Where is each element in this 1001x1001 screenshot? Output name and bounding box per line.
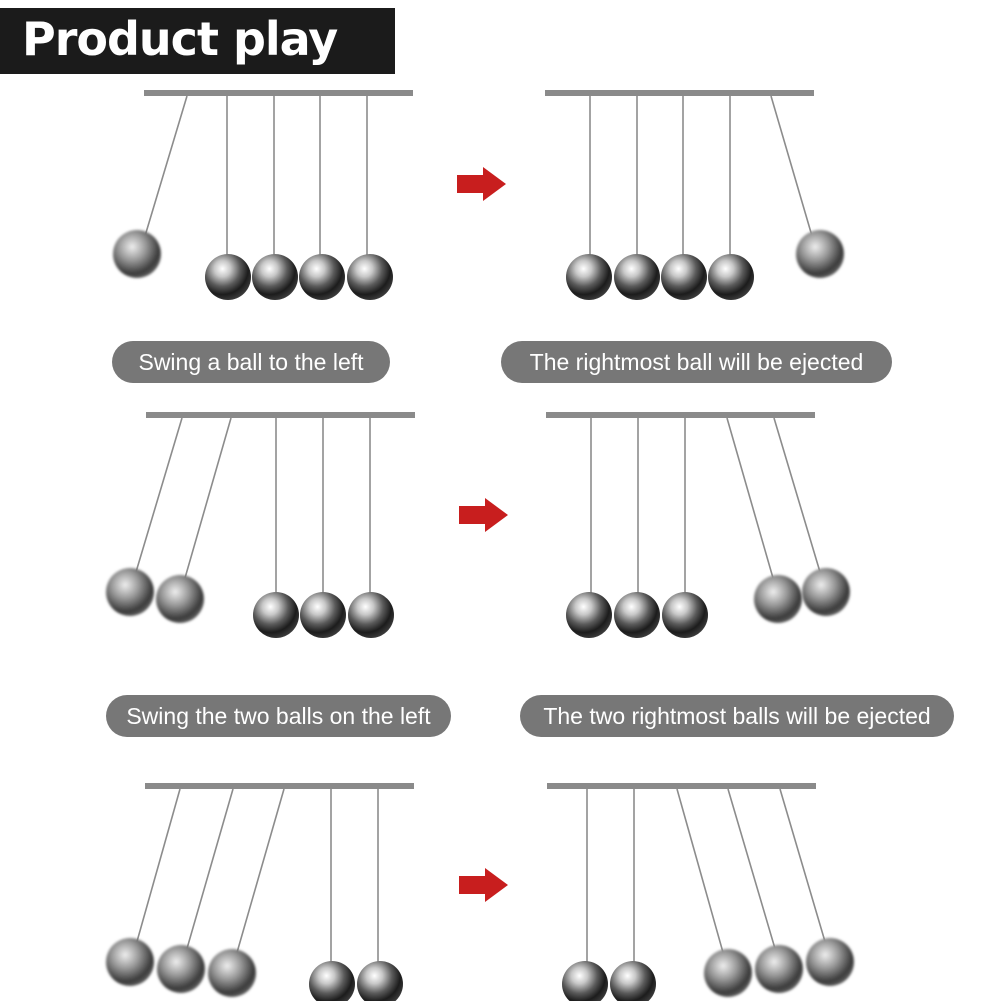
cradle-bar [145,783,414,789]
pendulum-ball [252,254,298,300]
pendulum-ball [113,230,161,278]
pendulum-ball [156,575,204,623]
cradle-bar [144,90,413,96]
cradle-row1-right [545,90,844,300]
pendulum-ball [106,938,154,986]
pendulum-ball [348,592,394,638]
pendulum-ball [208,949,256,997]
pendulum-ball [300,592,346,638]
header-bar: Product play [0,8,395,74]
pendulum-ball [614,254,660,300]
cradle-bar [546,412,815,418]
pendulum-ball [662,592,708,638]
pendulum-ball [309,961,355,1001]
cradle-row2-right [546,412,850,638]
pendulum-ball [610,961,656,1001]
pendulum-ball [106,568,154,616]
pendulum-ball [299,254,345,300]
pendulum-ball [562,961,608,1001]
pendulum-ball [754,575,802,623]
arrow-right-icon [459,498,508,532]
cradle-row2-left [106,412,415,638]
pendulum-ball [357,961,403,1001]
pendulum-ball [157,945,205,993]
cradle-bar [146,412,415,418]
pendulum-ball [614,592,660,638]
pendulum-ball [755,945,803,993]
cradle-row3-left [106,783,414,1001]
cradle-row3-right [547,783,854,1001]
pendulum-ball [708,254,754,300]
caption-swing-one-left: Swing a ball to the left [112,341,390,383]
caption-rightmost-ejected: The rightmost ball will be ejected [501,341,892,383]
header-title: Product play [22,12,338,66]
pendulum-ball [566,592,612,638]
cradle-bar [545,90,814,96]
pendulum-ball [802,568,850,616]
caption-swing-two-left: Swing the two balls on the left [106,695,451,737]
pendulum-ball [704,949,752,997]
pendulum-ball [661,254,707,300]
pendulum-ball [253,592,299,638]
caption-two-rightmost-ejected: The two rightmost balls will be ejected [520,695,954,737]
cradle-bar [547,783,816,789]
pendulum-ball [347,254,393,300]
pendulum-ball [796,230,844,278]
arrow-right-icon [457,167,506,201]
pendulum-ball [566,254,612,300]
pendulum-ball [806,938,854,986]
cradle-row1-left [113,90,413,300]
pendulum-ball [205,254,251,300]
arrow-right-icon [459,868,508,902]
